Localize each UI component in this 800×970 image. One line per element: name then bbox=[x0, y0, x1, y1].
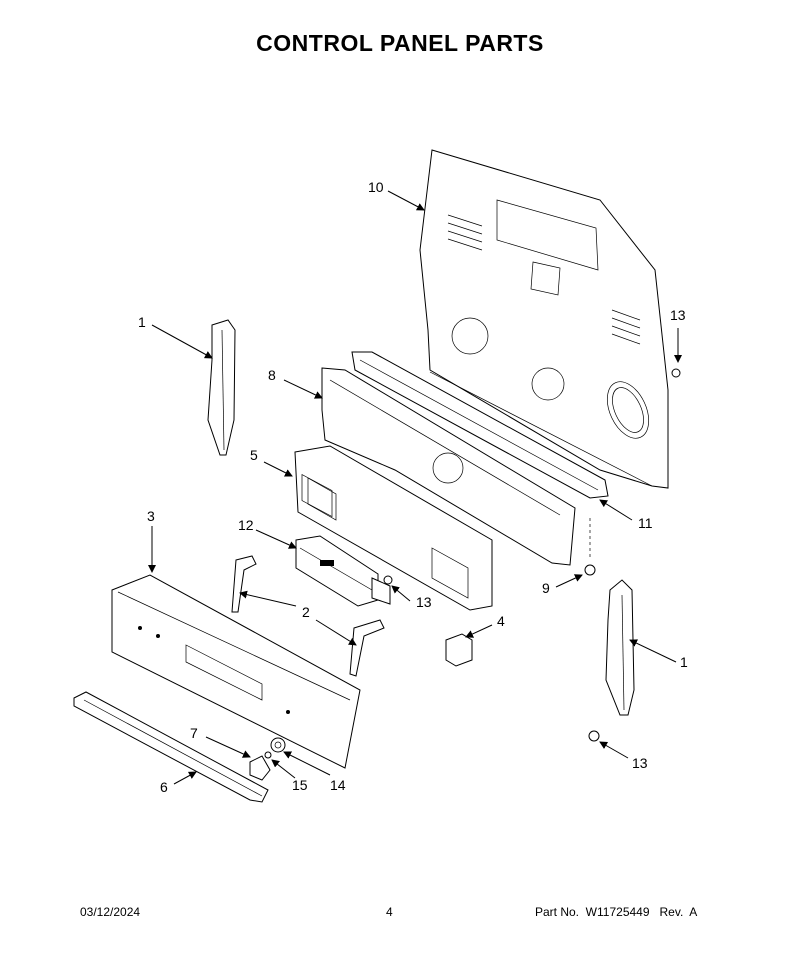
part-3-console bbox=[111, 574, 361, 769]
callout-15: 15 bbox=[292, 777, 308, 793]
part-1-side-bracket-left bbox=[207, 319, 236, 456]
part-9-screw bbox=[584, 518, 596, 576]
callout-7: 7 bbox=[190, 725, 198, 741]
footer-part-number: Part No. W11725449 Rev. A bbox=[535, 905, 698, 919]
callout-1a: 1 bbox=[138, 314, 146, 330]
callout-10: 10 bbox=[368, 179, 384, 195]
callout-9: 9 bbox=[542, 580, 550, 596]
leader-lines bbox=[148, 190, 682, 785]
callout-2: 2 bbox=[302, 604, 310, 620]
part-15-clip bbox=[264, 751, 272, 759]
callout-8: 8 bbox=[268, 367, 276, 383]
callout-13a: 13 bbox=[670, 307, 686, 323]
part-11-rail bbox=[351, 351, 609, 499]
footer-page-number: 4 bbox=[386, 905, 393, 919]
part-14-bezel bbox=[270, 737, 286, 753]
part-6-trim bbox=[73, 691, 269, 803]
part-4-switch bbox=[445, 633, 473, 667]
callout-5: 5 bbox=[250, 447, 258, 463]
part-13-screw-a bbox=[671, 368, 681, 378]
callout-1b: 1 bbox=[680, 654, 688, 670]
callout-6: 6 bbox=[160, 779, 168, 795]
part-2-clips bbox=[231, 555, 385, 677]
callout-13c: 13 bbox=[632, 755, 648, 771]
part-13-screw-c bbox=[588, 730, 600, 742]
callout-14: 14 bbox=[330, 777, 346, 793]
footer-date: 03/12/2024 bbox=[80, 905, 141, 919]
callout-12: 12 bbox=[238, 517, 254, 533]
part-12-control-board bbox=[295, 535, 391, 607]
part-10-rear-cover bbox=[419, 149, 669, 489]
part-7-knob bbox=[249, 755, 271, 781]
part-8-bracket bbox=[321, 367, 576, 566]
part-13-screw-b bbox=[383, 575, 393, 585]
part-1-side-bracket-right bbox=[605, 579, 635, 716]
callout-4: 4 bbox=[497, 613, 505, 629]
page-title: CONTROL PANEL PARTS bbox=[256, 30, 544, 56]
part-5-housing bbox=[294, 445, 493, 611]
callout-11: 11 bbox=[638, 515, 653, 531]
callout-13b: 13 bbox=[416, 594, 432, 610]
callout-3: 3 bbox=[147, 508, 155, 524]
